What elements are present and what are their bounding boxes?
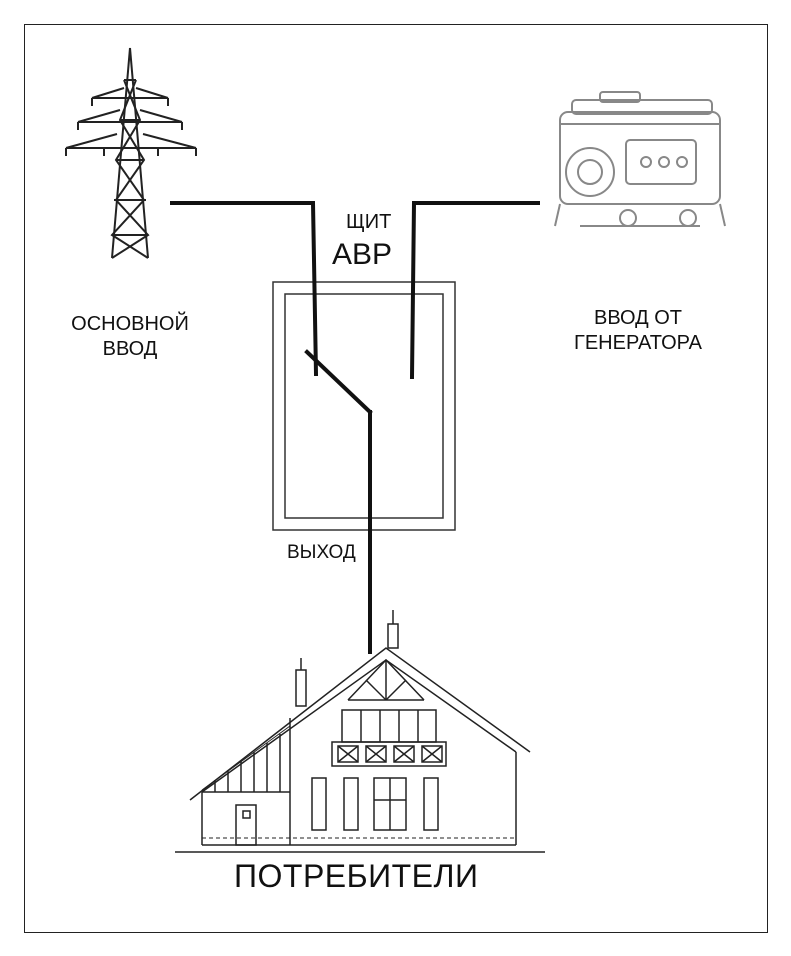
output-label: ВЫХОД <box>287 542 356 563</box>
generator-input-wire <box>409 201 540 380</box>
generator-input-label: ВВОД ОТ ГЕНЕРАТОРА <box>548 306 728 356</box>
generator-input-label-line-2: ГЕНЕРАТОРА <box>574 332 702 354</box>
ats-panel <box>272 281 456 531</box>
panel-name-label: АВР <box>332 238 393 271</box>
main-input-label-line-2: ВВОД <box>102 338 158 360</box>
main-input-label-line-1: ОСНОВНОЙ <box>71 313 189 335</box>
main-input-wire <box>170 201 319 377</box>
diagram-frame <box>24 24 768 933</box>
generator-input-label-line-1: ВВОД ОТ <box>593 307 682 329</box>
main-input-label: ОСНОВНОЙ ВВОД <box>60 312 200 362</box>
switch-contact <box>304 349 373 415</box>
transmission-tower-icon <box>65 47 197 259</box>
wiring <box>170 201 540 654</box>
generator-icon <box>554 91 726 227</box>
panel-type-label: ЩИТ <box>346 211 392 233</box>
house-icon <box>175 610 545 853</box>
consumers-label: ПОТРЕБИТЕЛИ <box>234 858 479 894</box>
